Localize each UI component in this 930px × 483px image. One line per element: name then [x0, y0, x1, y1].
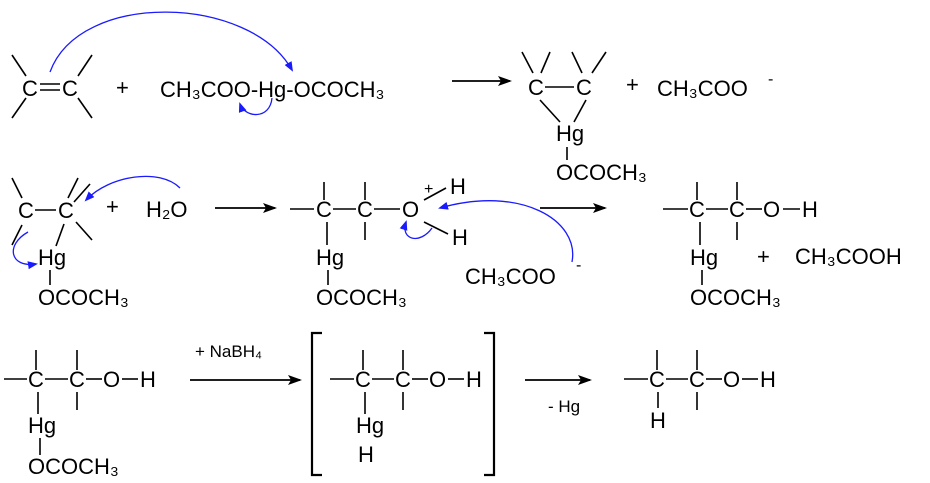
atom-c: C [62, 76, 78, 101]
atom-c: C [395, 367, 411, 392]
bond-line [11, 224, 23, 246]
atom-c: C [357, 197, 373, 222]
atom-c: C [355, 367, 371, 392]
acetate-ion: CH₃COO [465, 264, 556, 289]
bond-line [573, 99, 587, 123]
atom-h: H [466, 367, 482, 392]
curly-arrow [84, 175, 181, 202]
curly-arrow [49, 11, 293, 73]
atom-h: H [452, 225, 468, 250]
atom-c: C [576, 75, 592, 100]
atom-hg: Hg [556, 121, 584, 146]
atom-o: O [429, 367, 446, 392]
atom-c: C [18, 198, 34, 223]
bond-line [540, 51, 551, 74]
reducing-agent-label: + NaBH₄ [195, 342, 262, 361]
acetoxy-group: OCOCH₃ [690, 285, 781, 310]
byproduct-label: - Hg [548, 397, 580, 416]
organomercury-alcohol: C C O H Hg OCOCH₃ [663, 182, 818, 310]
atom-hg: Hg [38, 245, 66, 270]
atom-h: H [760, 367, 776, 392]
bond-line [591, 51, 607, 74]
curly-arrow [12, 231, 38, 270]
curly-arrow [399, 220, 433, 239]
atom-c: C [316, 197, 332, 222]
acetoxy-group: OCOCH₃ [28, 454, 119, 479]
atom-o: O [103, 367, 120, 392]
bond-line [77, 54, 93, 77]
acetoxy-group: OCOCH₃ [556, 160, 647, 185]
plus-sign: + [626, 72, 639, 97]
atom-c: C [649, 367, 665, 392]
atom-h: H [358, 442, 374, 467]
atom-hg: Hg [28, 413, 56, 438]
plus-sign: + [106, 194, 119, 219]
atom-o: O [402, 197, 419, 222]
acetoxy-group: OCOCH₃ [316, 285, 407, 310]
atom-c: C [69, 367, 85, 392]
atom-c: C [729, 197, 745, 222]
atom-c: C [28, 367, 44, 392]
charge: - [768, 71, 773, 88]
mercurinium-ion: C C Hg OCOCH₃ [521, 51, 647, 185]
atom-c: C [58, 198, 74, 223]
atom-hg: Hg [690, 245, 718, 270]
bond-line [571, 51, 583, 74]
curly-arrow [438, 200, 574, 263]
atom-c: C [528, 75, 544, 100]
acetate-ion: CH₃COO [657, 76, 748, 101]
charge: + [424, 181, 433, 198]
bond-line [11, 177, 23, 199]
atom-hg: Hg [316, 245, 344, 270]
right-bracket [484, 331, 496, 477]
organomercury-alcohol: C C O H Hg OCOCH₃ [4, 350, 156, 479]
bond-line [11, 54, 27, 77]
bond-line [75, 221, 93, 241]
atom-o: O [763, 197, 780, 222]
bond-line [423, 187, 447, 201]
water: H₂O [146, 197, 188, 222]
bond-line [73, 183, 91, 203]
alkene: C C [11, 54, 93, 119]
curly-arrow [238, 97, 273, 116]
bond-line [539, 99, 561, 123]
plus-sign: + [757, 244, 770, 269]
left-bracket [310, 331, 322, 477]
atom-h: H [140, 367, 156, 392]
plus-sign: + [116, 75, 129, 100]
bond-line [55, 223, 65, 247]
atom-h: H [802, 197, 818, 222]
bond-line [67, 177, 79, 199]
bond-line [423, 221, 449, 235]
atom-hg: Hg [356, 413, 384, 438]
acetic-acid: CH₃COOH [795, 244, 902, 269]
bond-line [521, 51, 534, 74]
mercuric-acetate: CH₃COO-Hg-OCOCH₃ [160, 77, 384, 102]
mercurinium-ion: C C Hg OCOCH₃ [11, 177, 129, 310]
alkylmercury-hydride: C C O H Hg H [330, 350, 482, 467]
acetoxy-group: OCOCH₃ [38, 285, 129, 310]
oxonium-intermediate: C C O + H H Hg OCOCH₃ [290, 174, 468, 310]
alcohol-product: C C O H H [624, 350, 776, 433]
charge: - [576, 257, 581, 274]
bond-line [77, 97, 93, 119]
bond-line [11, 97, 27, 119]
atom-c: C [689, 367, 705, 392]
atom-c: C [689, 197, 705, 222]
atom-h: H [450, 174, 466, 199]
atom-o: O [723, 367, 740, 392]
atom-h: H [650, 408, 666, 433]
atom-c: C [22, 76, 38, 101]
